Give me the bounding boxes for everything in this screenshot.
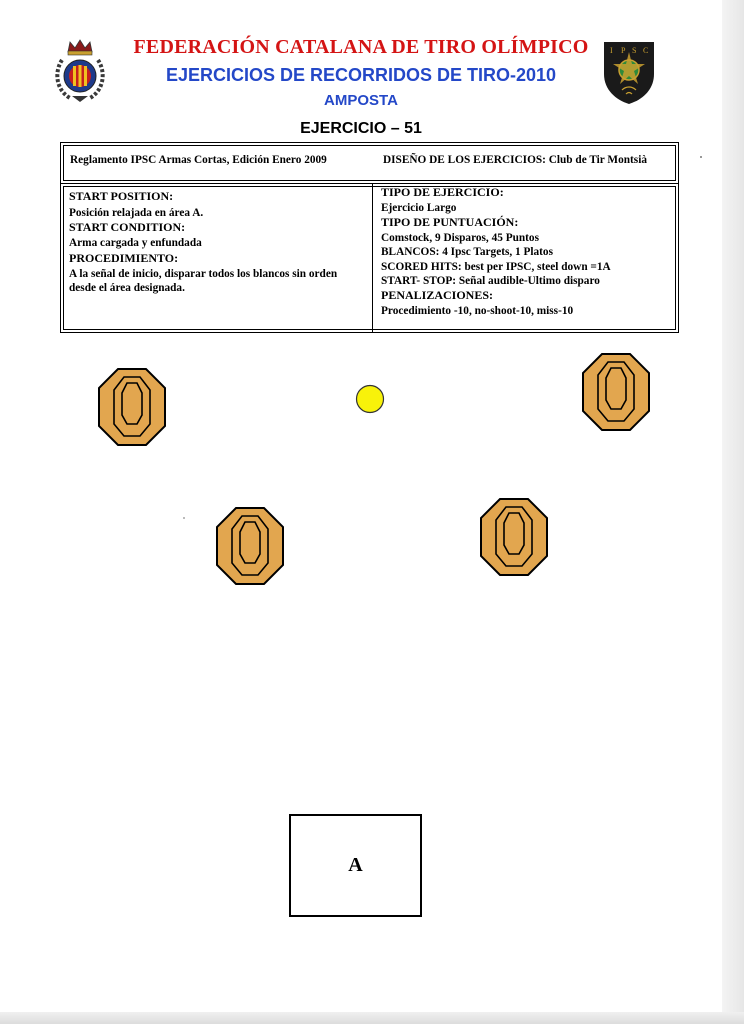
stage-briefing-box: START POSITION: Posición relajada en áre… [60, 183, 679, 333]
ipsc-target-3 [216, 507, 284, 585]
regulation-box: Reglamento IPSC Armas Cortas, Edición En… [60, 142, 679, 184]
location-title: AMPOSTA [324, 92, 398, 109]
start-condition-label: START CONDITION: [69, 220, 186, 234]
shooting-area-label: A [348, 854, 363, 876]
design-credit: DISEÑO DE LOS EJERCICIOS: Club de Tir Mo… [383, 154, 647, 166]
start-position-value: Posición relajada en área A. [69, 207, 204, 219]
ipsc-letter-p: P [621, 46, 626, 55]
ipsc-target-2 [582, 353, 650, 431]
scan-speck [700, 156, 702, 158]
procedure-line-1: A la señal de inicio, disparar todos los… [69, 268, 338, 280]
shooting-area-a: A [289, 814, 422, 917]
series-title: EJERCICIOS DE RECORRIDOS DE TIRO-2010 [165, 65, 557, 85]
exercise-type-value: Ejercicio Largo [381, 202, 457, 214]
page-bottom-edge [0, 1012, 744, 1024]
scoring-type-label: TIPO DE PUNTUACIÓN: [381, 215, 519, 229]
regulation-text: Reglamento IPSC Armas Cortas, Edición En… [70, 154, 327, 166]
procedure-line-2: desde el área designada. [69, 282, 185, 294]
scan-speck [183, 517, 185, 519]
start-condition-value: Arma cargada y enfundada [69, 237, 202, 249]
penalties-value: Procedimiento -10, no-shoot-10, miss-10 [381, 305, 574, 317]
start-position-label: START POSITION: [69, 189, 174, 203]
scoring-type-value: Comstock, 9 Disparos, 45 Puntos [381, 232, 539, 244]
start-stop-info: START- STOP: Señal audible-Ultimo dispar… [381, 275, 600, 287]
penalties-label: PENALIZACIONES: [381, 288, 494, 302]
exercise-number: EJERCICIO – 51 [300, 120, 422, 137]
scored-hits-info: SCORED HITS: best per IPSC, steel down =… [381, 261, 611, 273]
federation-title: FEDERACIÓN CATALANA DE TIRO OLÍMPICO [133, 36, 589, 58]
targets-info: BLANCOS: 4 Ipsc Targets, 1 Platos [381, 246, 553, 258]
ipsc-letter-s: S [632, 46, 636, 55]
ipsc-letter-c: C [643, 46, 648, 55]
page-edge [722, 0, 744, 1024]
exercise-type-label: TIPO DE EJERCICIO: [381, 185, 504, 199]
ipsc-target-4 [480, 498, 548, 576]
procedure-label: PROCEDIMIENTO: [69, 251, 179, 265]
federation-crest-logo [55, 39, 105, 102]
column-divider [372, 184, 373, 332]
ipsc-shield-logo: I P S C [604, 42, 654, 104]
ipsc-target-1 [98, 368, 166, 446]
ipsc-letter-i: I [610, 46, 613, 55]
steel-plate [355, 384, 385, 414]
